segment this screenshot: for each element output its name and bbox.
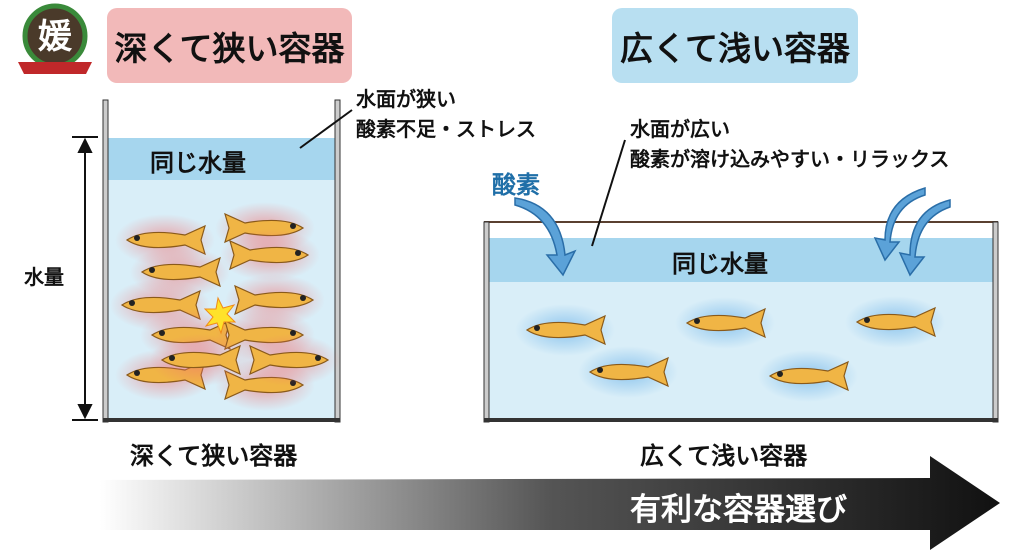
deep-water-label: 同じ水量 [150, 149, 246, 177]
advantage-label: 有利な容器選び [630, 492, 847, 528]
shallow-note-line1: 水面が広い [630, 117, 730, 141]
deep-container-title: 深くて狭い容器 [107, 8, 352, 83]
fish [845, 296, 945, 348]
deep-caption: 深くて狭い容器 [130, 442, 298, 470]
stress-burst-icon [203, 296, 237, 335]
fish [150, 334, 250, 386]
deep-note-line2: 酸素不足・ストレス [356, 117, 536, 141]
volume-arrow [72, 136, 98, 421]
advantage-arrow [100, 456, 1000, 550]
fish [220, 229, 320, 281]
fish [240, 334, 340, 386]
shallow-note-line2: 酸素が溶け込みやすい・リラックス [630, 147, 950, 171]
volume-label: 水量 [24, 265, 64, 289]
shallow-container [483, 139, 999, 423]
deep-note-line1: 水面が狭い [356, 87, 456, 111]
fish [758, 350, 858, 402]
oxygen-arrows [514, 186, 951, 277]
shallow-water-label: 同じ水量 [672, 250, 768, 278]
oxygen-label: 酸素 [492, 171, 540, 199]
fish [578, 346, 678, 398]
fish [515, 304, 615, 356]
shallow-container-title: 広くて浅い容器 [612, 8, 858, 83]
logo: 媛 [18, 3, 92, 74]
fish [675, 297, 775, 349]
svg-text:媛: 媛 [38, 17, 73, 57]
shallow-caption: 広くて浅い容器 [640, 442, 808, 470]
